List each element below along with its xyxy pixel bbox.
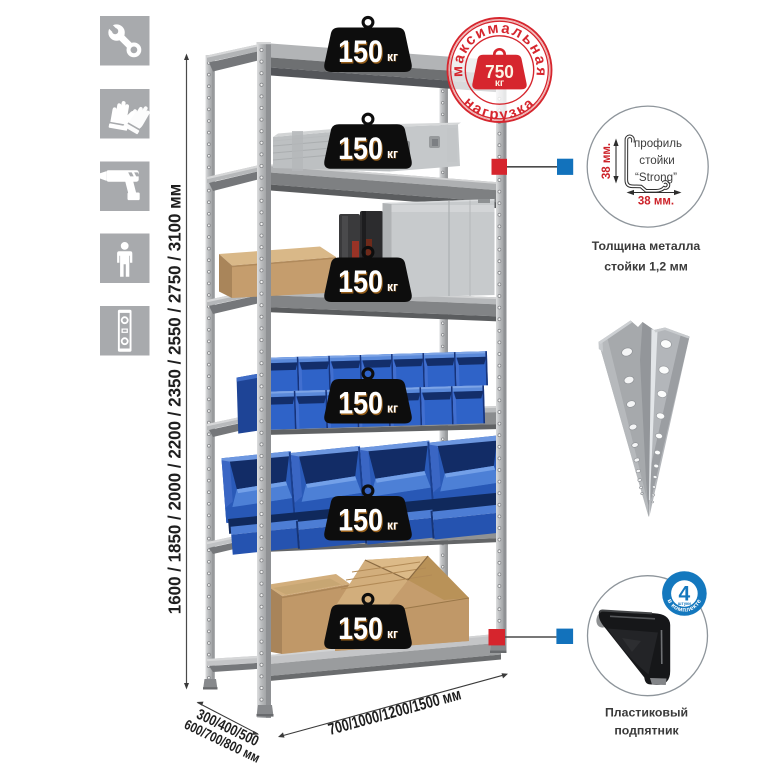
svg-text:150: 150 [338,504,383,538]
svg-text:стойки 1,2 мм: стойки 1,2 мм [604,260,688,274]
svg-text:кг: кг [495,78,504,89]
svg-text:Толщина металла: Толщина металла [592,239,701,253]
svg-text:150: 150 [338,265,383,299]
svg-text:кг: кг [388,50,399,65]
svg-text:38 мм.: 38 мм. [638,196,674,208]
svg-text:150: 150 [339,505,384,539]
svg-text:профиль: профиль [634,137,682,150]
svg-text:150: 150 [339,133,384,167]
svg-text:150: 150 [339,388,384,422]
svg-text:150: 150 [338,387,383,421]
svg-text:подпятник: подпятник [614,724,679,738]
svg-text:кг: кг [388,280,399,295]
svg-text:4: 4 [679,583,691,606]
svg-text:кг: кг [387,49,398,64]
svg-text:кг: кг [387,146,398,161]
svg-text:150: 150 [338,612,383,646]
svg-text:кг: кг [388,147,399,162]
svg-text:кг: кг [387,626,398,641]
svg-text:кг: кг [387,279,398,294]
svg-text:кг: кг [388,402,399,417]
svg-text:кг: кг [388,519,399,534]
svg-text:750: 750 [485,61,514,82]
svg-text:150: 150 [338,132,383,166]
svg-text:1600 / 1850 / 2000 / 2200 / 23: 1600 / 1850 / 2000 / 2200 / 2350 / 2550 … [164,184,184,614]
svg-text:“Strong”: “Strong” [635,171,677,184]
svg-text:150: 150 [339,614,384,648]
svg-text:штуки: штуки [678,601,691,606]
svg-text:150: 150 [339,267,384,301]
svg-text:кг: кг [387,518,398,533]
svg-text:38 мм.: 38 мм. [601,143,613,179]
svg-text:150: 150 [339,37,384,71]
svg-text:кг: кг [387,401,398,416]
svg-text:150: 150 [338,35,383,69]
svg-text:Пластиковый: Пластиковый [605,706,688,720]
svg-text:кг: кг [388,627,399,642]
svg-text:стойки: стойки [639,154,674,167]
